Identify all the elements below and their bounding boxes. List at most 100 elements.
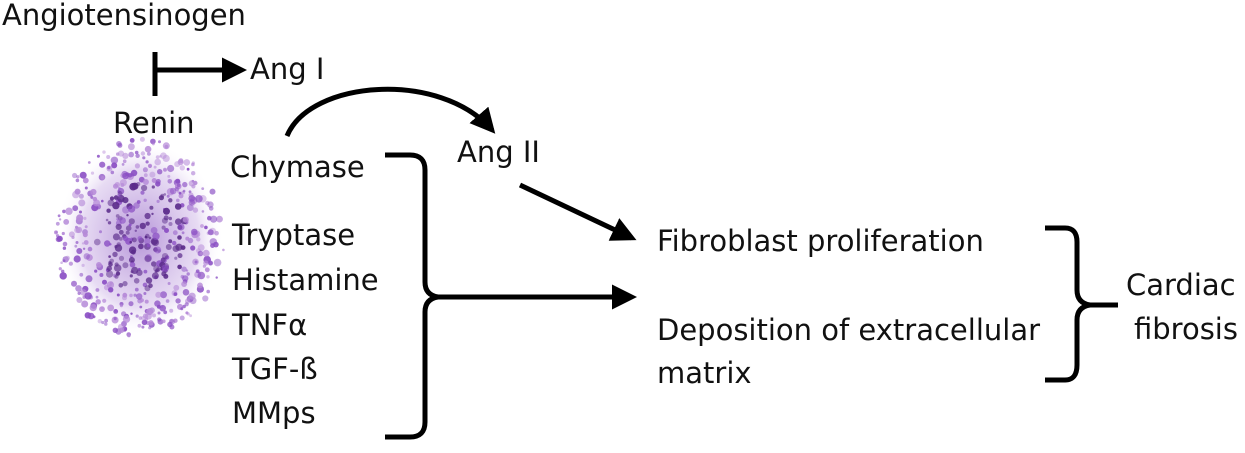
mast-cell-granule (58, 267, 62, 271)
mast-cell-granule (149, 171, 156, 178)
mast-cell-granule (168, 222, 173, 226)
mast-cell-granule (126, 214, 129, 217)
ang-i-label: Ang I (250, 52, 325, 86)
mast-cell-granule (127, 143, 135, 151)
mast-cell-granule (186, 204, 194, 212)
mast-cell-granule (185, 236, 190, 241)
ang-ii-label: Ang II (457, 135, 540, 169)
mast-cell-granule (135, 314, 139, 318)
mast-cell-granule (95, 288, 100, 292)
mast-cell-granule (122, 262, 129, 269)
mast-cell-granule (108, 287, 114, 293)
mast-cell-granule (118, 283, 124, 288)
mast-cell-granule (155, 179, 161, 184)
mast-cell-granule (139, 136, 145, 142)
mast-cell-granule (131, 266, 139, 274)
mast-cell-granule (206, 289, 210, 294)
mast-cell-granule (113, 317, 117, 321)
fibrosis-label: fibrosis (1134, 312, 1238, 346)
mast-cell-granule (118, 186, 121, 190)
mast-cell-granule (189, 314, 193, 318)
mast-cell-granule (82, 232, 88, 238)
mast-cell-granule (182, 189, 186, 193)
mast-cell-granule (105, 218, 109, 222)
mast-cell-granule (143, 173, 148, 178)
mast-cell-granule (134, 163, 140, 169)
mast-cell-granule (129, 182, 137, 191)
mast-cell-granule (152, 313, 156, 318)
mast-cell-granule (145, 277, 153, 284)
mast-cell-granule (163, 310, 168, 315)
mast-cell-granule (151, 178, 157, 183)
mast-cell-granule (115, 223, 122, 230)
mast-cell-granule (122, 206, 130, 214)
mast-cell-granule (99, 273, 104, 277)
mast-cell-granule (122, 172, 129, 180)
mast-cell-granule (99, 230, 102, 234)
mast-cell-granule (95, 299, 101, 305)
mast-cell-granule (145, 221, 150, 226)
mast-cell-granule (117, 142, 123, 148)
mast-cell-granule (68, 231, 75, 238)
mast-cell-granule (156, 199, 160, 203)
mast-cell-granule (175, 178, 181, 184)
mast-cell-granule (146, 244, 150, 248)
mast-cell-granule (128, 151, 134, 158)
mast-cell-granule (133, 202, 140, 209)
mast-cell-granule (181, 231, 185, 235)
mast-cell-granule (174, 203, 182, 210)
mast-cell-granule (122, 315, 131, 323)
mast-cell-granule (114, 245, 118, 249)
mast-cell-granule (127, 205, 136, 213)
mast-cell-granule (142, 156, 146, 160)
mast-cell-granule (178, 191, 182, 195)
mast-cell-granule (208, 261, 213, 266)
mast-cell-granule (151, 272, 159, 280)
mast-cell-granule (96, 154, 100, 158)
mast-cell-granule (143, 269, 148, 274)
mast-cell-image (54, 136, 225, 338)
mast-cell-granule (78, 199, 86, 207)
mast-cell-granule (90, 188, 97, 196)
ang-ii-to-fibroblast-arrow (518, 182, 637, 241)
mast-cell-granule (108, 255, 111, 258)
mast-cell-granule (139, 222, 146, 230)
mast-cell-granule (182, 289, 190, 296)
mast-cell-granule (63, 219, 70, 225)
mast-cell-granule (112, 233, 120, 241)
mast-cell-granule (162, 154, 170, 162)
mast-cell-granule (131, 237, 137, 243)
mast-cell-granule (143, 292, 147, 295)
mast-cell-granule (129, 261, 136, 268)
mast-cell-granule (201, 187, 205, 191)
mast-cell-granule (185, 269, 189, 272)
mast-cell-granule (86, 254, 93, 261)
mast-cell-granule (147, 163, 153, 168)
mast-cell-granule (162, 142, 170, 150)
mast-cell-granule (151, 212, 154, 216)
mast-cell-granule (81, 242, 85, 245)
mast-cell-granule (172, 245, 180, 253)
mast-cell-granule (71, 280, 77, 287)
mast-cell-granule (167, 174, 171, 178)
mast-cell-granule (172, 230, 178, 236)
mast-cell-granule (81, 300, 89, 308)
mast-cell-granule (114, 274, 119, 279)
mast-cell-granule (186, 312, 190, 316)
mast-cell-granule (79, 171, 87, 179)
mast-cell-granule (116, 242, 121, 247)
mast-cell-granule (134, 287, 139, 292)
mast-cell-granule (134, 150, 139, 155)
mast-cell-granule (150, 227, 158, 234)
mast-cell-granule (100, 176, 105, 180)
mast-cell-granule (202, 295, 209, 302)
mast-cell-granule (186, 272, 190, 276)
mast-cell-granule (182, 275, 189, 282)
mast-cell-granule (129, 293, 133, 298)
mast-cell-granule (83, 216, 87, 220)
mast-cell-granule (199, 252, 203, 255)
mast-cell-granule (116, 293, 120, 297)
mast-cell-granule (172, 240, 177, 246)
mast-cell-granule (182, 181, 188, 188)
